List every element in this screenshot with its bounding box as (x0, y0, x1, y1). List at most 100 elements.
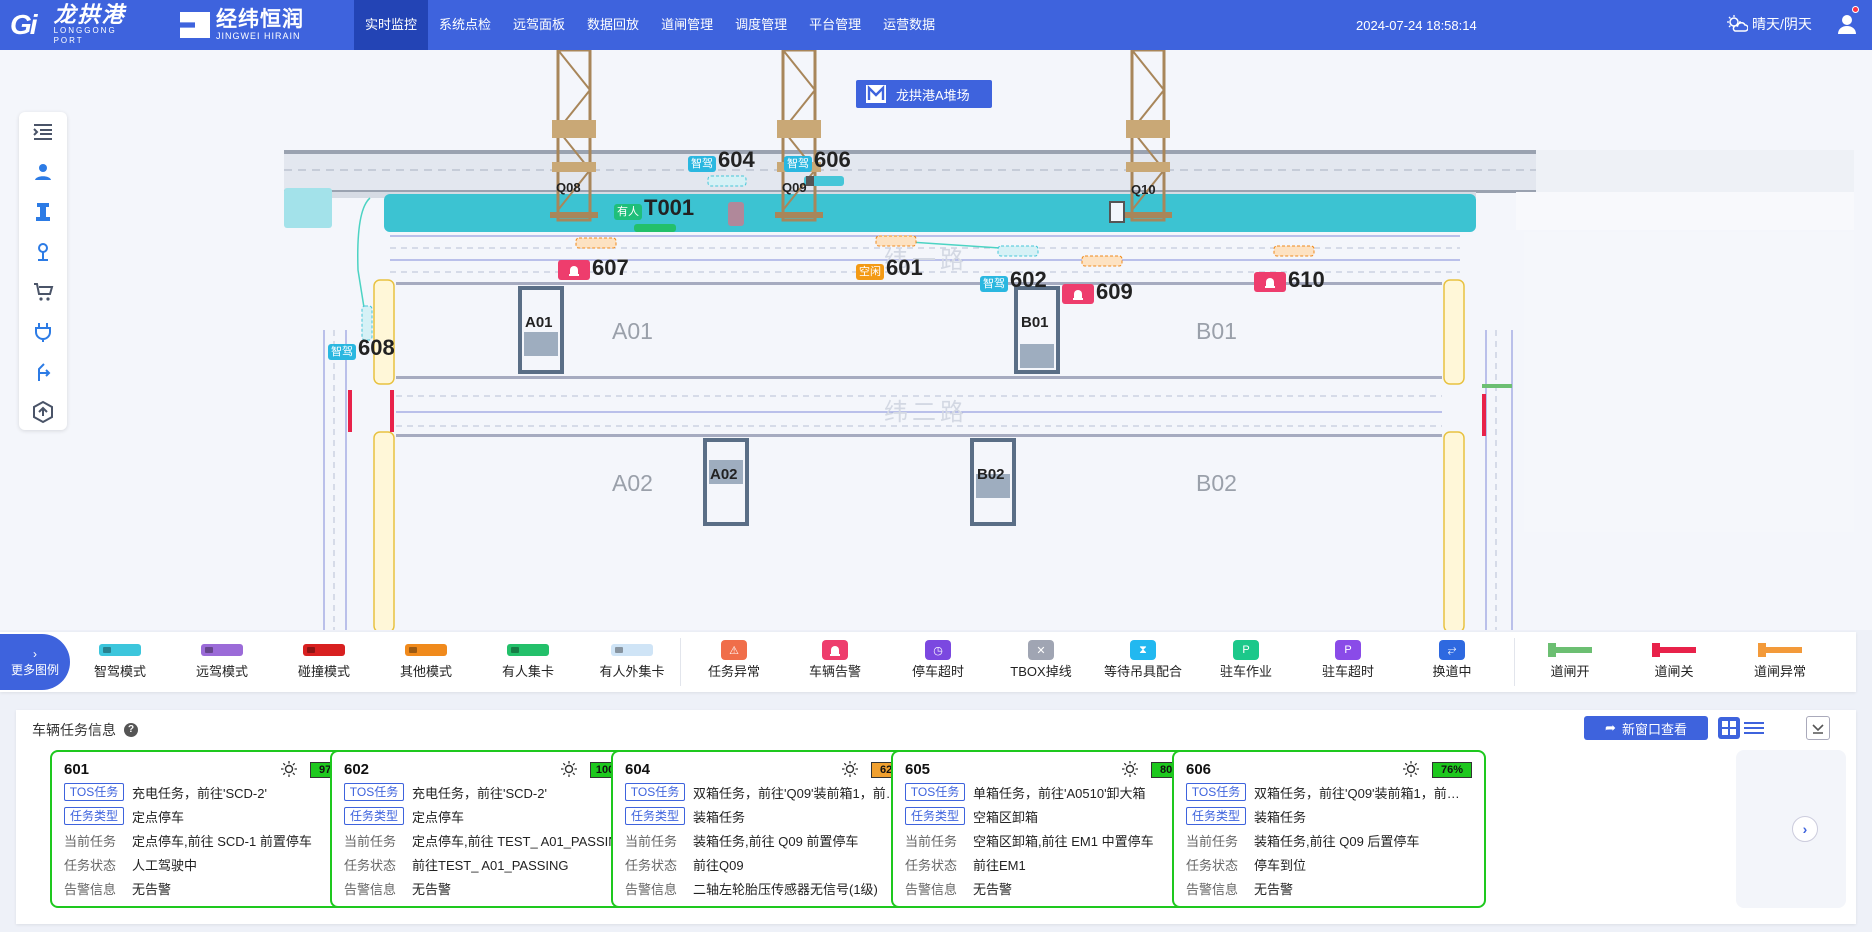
vehicle-label-610[interactable]: 610 (1254, 268, 1325, 292)
legend-label: 道闸开 (1550, 664, 1590, 679)
rtg-a01[interactable] (518, 286, 564, 374)
legend-label: 等待吊具配合 (1103, 664, 1182, 679)
vehicle-label-607[interactable]: 607 (558, 256, 629, 280)
legend-tbox-offline: ✕ TBOX掉线 (1004, 638, 1078, 686)
berth-area (384, 194, 1476, 232)
alarm-info-value: 二轴左轮胎压传感器无信号(1级) (693, 881, 878, 897)
vehicle-label-606[interactable]: 智驾 606 (784, 148, 851, 172)
current-task-value: 定点停车,前往 TEST_ A01_PASSING (412, 833, 628, 849)
logo-jingwei-cn: 经纬恒润 (216, 8, 304, 31)
vehicle-label-608[interactable]: 智驾 608 (328, 336, 395, 360)
nav-gate-management[interactable]: 道闸管理 (661, 17, 714, 32)
yard-map[interactable]: Q08 Q09 Q10 纬一路 纬二路 A01 B01 A02 B02 A01 … (0, 50, 1872, 630)
vehicle-607[interactable] (575, 237, 617, 249)
upload-hexagon-icon[interactable] (31, 400, 55, 424)
warning-icon: ⚠ (721, 640, 747, 660)
lane-change-icon: ⥂ (1439, 640, 1465, 660)
task-type-value: 空箱区卸箱 (973, 809, 1039, 825)
crane-icon[interactable] (31, 200, 55, 224)
task-card[interactable]: 60462%TOS任务双箱任务，前往'Q09'装前箱1，前往'A01'任务类型装… (611, 750, 925, 908)
legend-divider (1514, 638, 1515, 686)
vehicle-601[interactable] (875, 235, 917, 247)
rtg-a02[interactable] (703, 438, 749, 526)
vehicle-id-606: 606 (814, 147, 851, 172)
vehicle-602[interactable] (997, 245, 1039, 257)
legend-manned-external-truck: 有人外集卡 (592, 638, 672, 686)
vehicle-604[interactable] (707, 175, 747, 187)
vehicle-id-604: 604 (718, 147, 755, 172)
nav-operation-data[interactable]: 运营数据 (883, 17, 936, 32)
nav-system-check[interactable]: 系统点检 (439, 17, 492, 32)
vehicle-label-604[interactable]: 智驾 604 (688, 148, 755, 172)
gate-closed-left-2[interactable] (390, 390, 394, 432)
grid-view-icon[interactable] (1718, 717, 1740, 739)
yard-title[interactable]: 龙拱港A堆场 (856, 80, 992, 108)
jingwei-hirain-logo: 经纬恒润 JINGWEI HIRAIN (180, 8, 330, 42)
vehicle-t001[interactable] (634, 224, 676, 232)
nav-platform-management[interactable]: 平台管理 (809, 17, 862, 32)
current-datetime: 2024-07-24 18:58:14 (1356, 18, 1477, 33)
manned-external-truck-icon (611, 644, 653, 656)
vehicle-label-t001[interactable]: 有人 T001 (614, 196, 694, 220)
menu-indent-icon[interactable] (31, 120, 55, 144)
vehicle-task-panel: 车辆任务信息 ? ➦ 新窗口查看 60197%TOS任务充电任务，前往'SCD-… (16, 710, 1856, 924)
vehicle-609[interactable] (1081, 255, 1123, 267)
vehicle-label-602[interactable]: 智驾 602 (980, 268, 1047, 292)
legend-label: 任务异常 (707, 664, 760, 679)
battery-level: 76% (1432, 762, 1472, 778)
task-type-value: 定点停车 (412, 809, 465, 825)
tos-task-label: TOS任务 (344, 783, 404, 801)
current-task-value: 空箱区卸箱,前往 EM1 中置停车 (973, 833, 1154, 849)
task-panel-title: 车辆任务信息 ? (32, 720, 138, 740)
microphone-icon[interactable] (31, 240, 55, 264)
list-view-icon[interactable] (1744, 718, 1764, 738)
tos-task-value: 双箱任务，前往'Q09'装前箱1，前往'A01' (693, 785, 911, 801)
more-legend-button[interactable]: › 更多图例 (0, 634, 70, 690)
vehicle-610[interactable] (1273, 245, 1315, 257)
crane-label-q08: Q08 (556, 180, 581, 195)
vehicle-label-609[interactable]: 609 (1062, 280, 1133, 304)
location-person-icon[interactable] (31, 160, 55, 184)
next-page-button[interactable]: › (1792, 816, 1818, 842)
sun-icon (1403, 761, 1419, 777)
vehicle-id-601: 601 (886, 255, 923, 280)
gate-closed-left-1[interactable] (348, 390, 352, 432)
block-a01-rail-bottom (396, 376, 1442, 379)
right-empty-zone (1524, 232, 1854, 532)
nav-remote-drive-panel[interactable]: 远驾面板 (513, 17, 566, 32)
manned-truck-icon (507, 644, 549, 656)
nav-data-playback[interactable]: 数据回放 (587, 17, 640, 32)
vehicle-608[interactable] (361, 305, 373, 341)
hourglass-icon: ⧗ (1130, 640, 1156, 660)
legend-gate-closed: 道闸关 (1642, 638, 1706, 686)
block-label-b01: B01 (1196, 318, 1237, 344)
legend-label: 有人集卡 (501, 664, 554, 679)
vehicle-label-601[interactable]: 空闲 601 (856, 256, 923, 280)
route-split-icon[interactable] (31, 360, 55, 384)
vehicle-id-609: 609 (1096, 279, 1133, 304)
nav-realtime-monitor[interactable]: 实时监控 (354, 0, 429, 50)
open-new-window-button[interactable]: ➦ 新窗口查看 (1584, 716, 1708, 740)
gate-closed-right[interactable] (1482, 394, 1486, 436)
current-task-label: 当前任务 (64, 833, 117, 849)
nav-dispatch-management[interactable]: 调度管理 (735, 17, 788, 32)
gate-open-right[interactable] (1482, 384, 1512, 388)
legend-label: TBOX掉线 (1010, 664, 1072, 679)
tos-task-label: TOS任务 (1186, 783, 1246, 801)
cart-icon[interactable] (31, 280, 55, 304)
quay-extension (1536, 150, 1854, 194)
task-card[interactable]: 60197%TOS任务充电任务，前往'SCD-2'任务类型定点停车当前任务定点停… (50, 750, 364, 908)
collapse-panel-button[interactable] (1806, 716, 1830, 740)
map-toolbar (19, 112, 67, 430)
help-icon[interactable]: ? (124, 723, 138, 737)
legend-parking-operation: P 驻车作业 (1214, 638, 1278, 686)
rtg-b02[interactable] (970, 438, 1016, 526)
task-type-value: 定点停车 (132, 809, 185, 825)
rtg-b01[interactable] (1014, 286, 1060, 374)
user-avatar-button[interactable] (1836, 6, 1859, 36)
charger-plug-icon[interactable] (31, 320, 55, 344)
gate-open-icon (1548, 643, 1592, 657)
